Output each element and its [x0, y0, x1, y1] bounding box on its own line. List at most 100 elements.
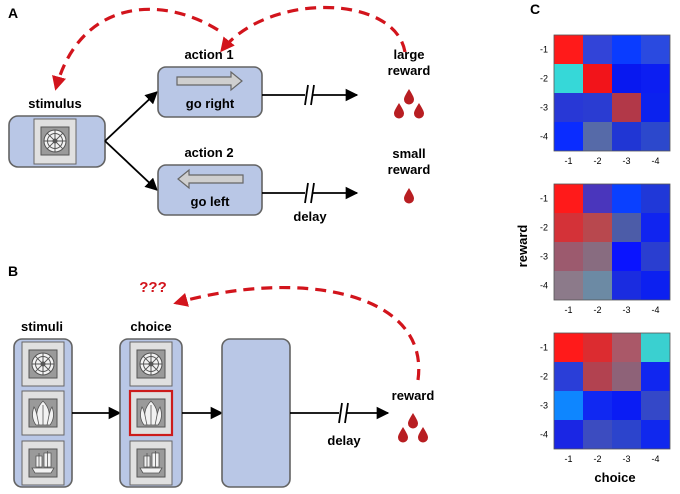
- heatmap-cell: [612, 64, 641, 93]
- reward-label: reward: [392, 388, 435, 403]
- right-arrow-icon: [176, 70, 243, 92]
- heatmap-cell: [583, 242, 612, 271]
- y-tick-label: -1: [540, 45, 548, 55]
- water-drop-icon: [404, 89, 414, 105]
- small-reward-line2: reward: [388, 162, 431, 177]
- heatmap-cell: [554, 93, 583, 122]
- heatmap-cell: [583, 333, 612, 362]
- heatmap-cell: [554, 122, 583, 151]
- wheel-icon: [40, 126, 70, 156]
- y-tick-label: -3: [540, 252, 548, 262]
- panel-b-label: B: [8, 263, 18, 279]
- heatmap-border: [553, 34, 671, 152]
- delay-break-b: [338, 402, 349, 424]
- x-tick-label: -4: [651, 454, 659, 464]
- heatmap-cell: [583, 213, 612, 242]
- heatmap-cell: [583, 362, 612, 391]
- x-tick-label: -2: [593, 156, 601, 166]
- arrow-to-action2: [104, 140, 158, 191]
- stimuli-label: stimuli: [21, 319, 63, 334]
- heatmap-cell: [583, 64, 612, 93]
- x-tick-label: -3: [622, 305, 630, 315]
- heatmap-1: -1-2-3-4-1-2-3-4: [540, 34, 671, 166]
- y-tick-label: -1: [540, 343, 548, 353]
- feedback-arrow-action-to-stimulus: [52, 7, 219, 91]
- heatmap-cell: [583, 271, 612, 300]
- stimuli-icons: [21, 341, 65, 486]
- heatmap-cell: [612, 271, 641, 300]
- heatmap-cell: [612, 420, 641, 449]
- y-tick-label: -2: [540, 223, 548, 233]
- y-tick-label: -4: [540, 430, 548, 440]
- heatmap-cell: [612, 333, 641, 362]
- heatmap-cell: [612, 184, 641, 213]
- reward-drops: [398, 413, 428, 443]
- y-tick-label: -3: [540, 401, 548, 411]
- delay-label-a: delay: [293, 209, 327, 224]
- y-tick-label: -1: [540, 194, 548, 204]
- action1-title: action 1: [184, 47, 233, 62]
- large-reward-line2: reward: [388, 63, 431, 78]
- heatmap-cell: [554, 271, 583, 300]
- heatmap-2: -1-2-3-4-1-2-3-4: [540, 183, 671, 315]
- heatmap-cell: [641, 93, 670, 122]
- stimulus-label: stimulus: [28, 96, 81, 111]
- choice-icons: [128, 341, 174, 486]
- heatmap-border: [553, 332, 671, 450]
- arrow-to-action1: [104, 91, 158, 142]
- delay-label-b: delay: [327, 433, 361, 448]
- x-tick-label: -3: [622, 156, 630, 166]
- heatmap-cell: [583, 184, 612, 213]
- y-axis-label: reward: [515, 225, 530, 268]
- heatmap-cell: [554, 213, 583, 242]
- feather-icon: [28, 398, 58, 428]
- small-reward-drops: [404, 188, 414, 204]
- delay-break-small: [304, 182, 315, 204]
- heatmap-3: -1-2-3-4-1-2-3-4: [540, 332, 671, 464]
- water-drop-icon: [394, 103, 404, 119]
- large-reward-line1: large: [393, 47, 424, 62]
- heatmap-cell: [612, 362, 641, 391]
- outcome-box: [221, 338, 291, 488]
- feather-icon: [136, 398, 166, 428]
- water-drop-icon: [408, 413, 418, 429]
- panel-a-label: A: [8, 5, 18, 21]
- x-tick-label: -2: [593, 454, 601, 464]
- heatmaps: -1-2-3-4-1-2-3-4-1-2-3-4-1-2-3-4-1-2-3-4…: [540, 34, 671, 464]
- choice-label: choice: [130, 319, 171, 334]
- ship-icon: [28, 448, 58, 478]
- heatmap-cell: [554, 362, 583, 391]
- water-drop-icon: [418, 427, 428, 443]
- heatmap-cell: [554, 420, 583, 449]
- heatmap-cell: [583, 93, 612, 122]
- x-tick-label: -4: [651, 305, 659, 315]
- heatmap-cell: [641, 35, 670, 64]
- heatmap-cell: [554, 35, 583, 64]
- heatmap-cell: [612, 242, 641, 271]
- y-tick-label: -2: [540, 372, 548, 382]
- left-arrow-icon: [177, 168, 244, 190]
- heatmap-cell: [612, 122, 641, 151]
- heatmap-cell: [641, 184, 670, 213]
- heatmap-cell: [612, 391, 641, 420]
- y-tick-label: -2: [540, 74, 548, 84]
- heatmap-cell: [641, 213, 670, 242]
- water-drop-icon: [398, 427, 408, 443]
- heatmap-cell: [554, 64, 583, 93]
- x-tick-label: -1: [564, 305, 572, 315]
- x-axis-label: choice: [594, 470, 635, 485]
- heatmap-cell: [583, 391, 612, 420]
- small-reward-line1: small: [392, 146, 425, 161]
- delay-break-large: [304, 84, 315, 106]
- heatmap-cell: [641, 333, 670, 362]
- heatmap-border: [553, 183, 671, 301]
- heatmap-cell: [554, 391, 583, 420]
- wheel-icon: [136, 349, 166, 379]
- heatmap-cell: [641, 64, 670, 93]
- heatmap-cell: [612, 213, 641, 242]
- water-drop-icon: [404, 188, 414, 204]
- heatmap-cell: [554, 242, 583, 271]
- x-tick-label: -1: [564, 156, 572, 166]
